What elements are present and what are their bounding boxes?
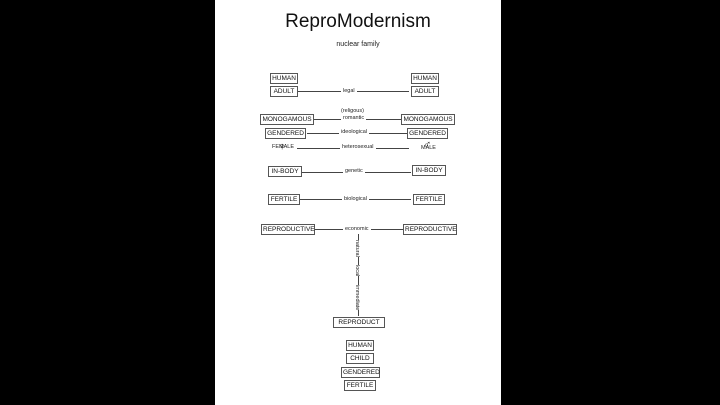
child-fertile-box: FERTILE <box>344 380 376 391</box>
right-fertile-box: FERTILE <box>413 194 445 205</box>
child-child-box: CHILD <box>346 353 374 364</box>
left-adult-box: ADULT <box>270 86 298 97</box>
right-adult-box: ADULT <box>411 86 439 97</box>
female-symbol-icon: ♀ <box>278 141 287 153</box>
local-label: local <box>353 265 360 277</box>
right-inbody-box: IN-BODY <box>412 165 446 176</box>
right-reproductive-box: REPRODUCTIVE <box>403 224 457 235</box>
left-human-box: HUMAN <box>270 73 298 84</box>
genetic-label: genetic <box>343 168 365 175</box>
male-symbol-icon: ♂ <box>423 139 432 151</box>
biological-label: biological <box>342 196 369 203</box>
heterosexual-label: heterosexual <box>340 144 376 151</box>
left-monogamous-box: MONOGAMOUS <box>260 114 314 125</box>
child-human-box: HUMAN <box>346 340 374 351</box>
diagram-subtitle: nuclear family <box>336 41 380 48</box>
female-label: FEMALE <box>272 144 295 150</box>
left-inbody-box: IN-BODY <box>268 166 302 177</box>
reproduct-box: REPRODUCT <box>333 317 385 328</box>
immediate-label: immediate <box>353 285 360 311</box>
right-gendered-box: GENDERED <box>407 128 448 139</box>
male-label: MALE <box>421 145 436 151</box>
diagram-title: ReproModernism <box>285 11 431 32</box>
ideological-label: ideological <box>339 129 369 136</box>
right-monogamous-box: MONOGAMOUS <box>401 114 455 125</box>
economic-label: economic <box>343 226 371 233</box>
left-fertile-box: FERTILE <box>268 194 300 205</box>
left-reproductive-box: REPRODUCTIVE <box>261 224 315 235</box>
right-human-box: HUMAN <box>411 73 439 84</box>
romantic-label: romantic <box>341 115 367 122</box>
diagram-page: ReproModernism nuclear family HUMAN HUMA… <box>215 0 501 405</box>
child-gendered-box: GENDERED <box>341 367 380 378</box>
religous-label: (religous) <box>339 108 366 115</box>
left-gendered-box: GENDERED <box>265 128 306 139</box>
legal-label: legal <box>341 88 357 95</box>
natural-label: natural <box>353 240 360 257</box>
